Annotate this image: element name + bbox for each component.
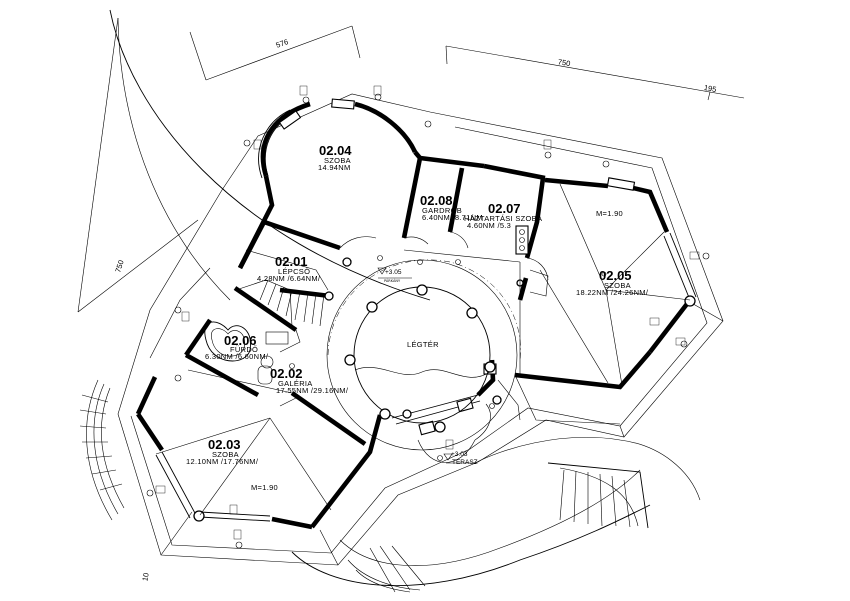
room-name: SZOBA: [604, 281, 631, 290]
level-value: +3.05: [385, 269, 402, 276]
socket-labels: [155, 85, 700, 540]
room-area: 18.22NM /24.26NM/: [576, 288, 649, 297]
doors: [279, 231, 549, 463]
room-area: 6.40NM /8.71NM: [422, 213, 483, 222]
level-marker-parkany: +3.05 PÁRKÁNY: [377, 267, 412, 283]
room-number: 02.05: [599, 268, 632, 283]
bathroom-fixtures: [204, 321, 289, 385]
room-name: FÜRDŐ: [230, 345, 258, 354]
room-number: 02.02: [270, 366, 303, 381]
wall-markers: [146, 93, 710, 549]
ceiling-height-label: M=1.90: [596, 209, 623, 218]
site-arc: [109, 9, 431, 301]
level-note: TERASZ: [452, 459, 478, 466]
dimension-750-top: 750: [557, 57, 571, 68]
room-area: 4.60NM /5.3: [467, 221, 511, 230]
room-number: 02.07: [488, 201, 521, 216]
exterior-steps-left: [79, 379, 125, 521]
room-number: 02.01: [275, 254, 308, 269]
room-number: 02.08: [420, 193, 453, 208]
interior-stairs: [235, 249, 329, 353]
room-0201-label: 02.01 LÉPCSŐ 4.28NM /6.64NM/: [257, 254, 321, 283]
room-0203-label: 02.03 SZOBA 12.10NM /17.76NM/ M=1.90: [186, 437, 278, 492]
room-area: 17.55NM /29.16NM/: [276, 386, 349, 395]
air-space-label: LÉGTÉR: [407, 340, 439, 349]
room-0204-label: 02.04 SZOBA 14.94NM: [318, 143, 352, 172]
room-area: 12.10NM /17.76NM/: [186, 457, 259, 466]
room-area: 6.30NM /6.60NM/: [205, 352, 269, 361]
room-name: GARDRÓB: [422, 206, 462, 215]
walls: [135, 101, 692, 530]
room-name: SZOBA: [212, 450, 239, 459]
columns: [193, 257, 696, 522]
stove: [515, 225, 529, 255]
level-value: +3.03: [451, 451, 468, 458]
dimension-lines: [77, 17, 745, 313]
room-area: 4.28NM /6.64NM/: [257, 274, 321, 283]
room-name: SZOBA: [324, 156, 351, 165]
room-0207-label: 02.07 HÁZTARTÁSI SZOBA 4.60NM /5.3: [464, 201, 542, 230]
exterior-steps-right: [547, 462, 649, 529]
room-0205-label: 02.05 SZOBA 18.22NM /24.26NM/ M=1.90: [576, 209, 649, 297]
dimension-10: 10: [140, 572, 150, 582]
dimension-195: 195: [703, 83, 717, 94]
level-marker-terasz: +3.03 TERASZ: [443, 451, 478, 466]
room-number: 02.06: [224, 333, 257, 348]
room-0206-label: 02.06 FÜRDŐ 6.30NM /6.60NM/: [205, 333, 269, 361]
room-number: 02.04: [319, 143, 352, 158]
room-name: GALÉRIA: [278, 379, 313, 388]
room-name: LÉPCSŐ: [278, 267, 310, 276]
room-number: 02.03: [208, 437, 241, 452]
dimension-750-left: 750: [113, 259, 125, 274]
room-name: HÁZTARTÁSI SZOBA: [464, 214, 542, 223]
room-0208-label: 02.08 GARDRÓB 6.40NM /8.71NM: [420, 193, 483, 222]
ceiling-height-label: M=1.90: [251, 483, 278, 492]
exterior-steps-bottom: [347, 545, 426, 593]
roof-hip-lines: [155, 183, 691, 516]
roof-inner-outline: [130, 126, 708, 554]
room-0202-label: 02.02 GALÉRIA 17.55NM /29.16NM/: [270, 366, 349, 395]
dimension-576: 576: [275, 37, 290, 50]
room-area: 14.94NM: [318, 163, 351, 172]
level-note: PÁRKÁNY: [384, 278, 401, 283]
